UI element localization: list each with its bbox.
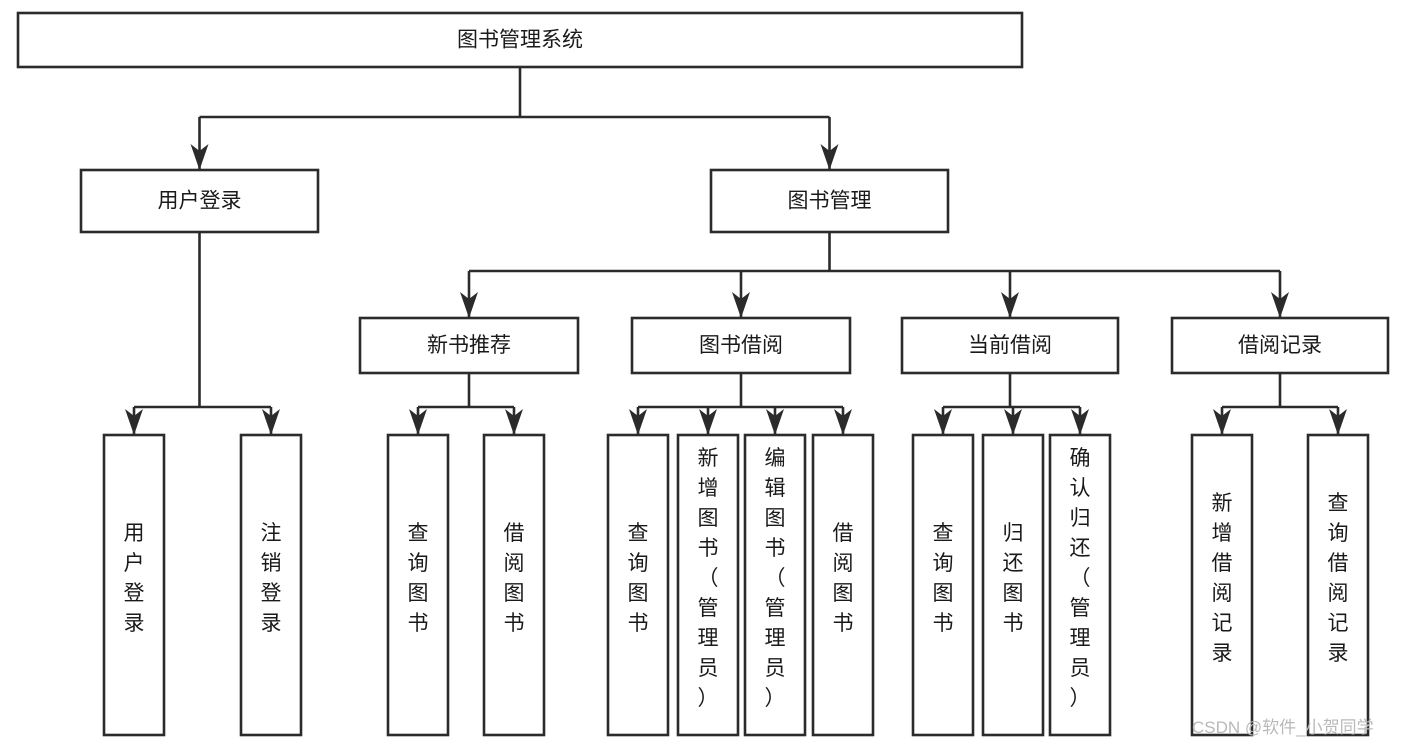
edge-group-book-manage bbox=[460, 232, 1289, 318]
node-label-leaf-borrow-book-2: 借阅图书 bbox=[833, 522, 854, 635]
node-leaf-logout[interactable]: 注销登录 bbox=[239, 433, 303, 737]
connector-layer bbox=[125, 67, 1347, 435]
arrow-head-icon bbox=[629, 409, 647, 435]
node-leaf-borrow-book-1[interactable]: 借阅图书 bbox=[482, 433, 546, 737]
node-label-root: 图书管理系统 bbox=[457, 29, 583, 52]
node-book-borrow[interactable]: 图书借阅 bbox=[630, 316, 852, 375]
node-box-book-borrow bbox=[630, 316, 852, 375]
node-box-leaf-borrow-book-2 bbox=[811, 433, 875, 737]
node-label-borrow-record: 借阅记录 bbox=[1238, 334, 1322, 357]
node-label-leaf-query-record: 查询借阅记录 bbox=[1328, 492, 1349, 665]
node-label-leaf-query-book-1: 查询图书 bbox=[408, 522, 429, 635]
node-box-leaf-user-login bbox=[102, 433, 166, 737]
node-leaf-query-record[interactable]: 查询借阅记录 bbox=[1306, 433, 1370, 737]
arrow-head-icon bbox=[262, 409, 280, 435]
node-box-leaf-query-book-2 bbox=[606, 433, 670, 737]
node-box-leaf-query-book-1 bbox=[386, 433, 450, 737]
arrow-head-icon bbox=[1004, 409, 1022, 435]
node-leaf-add-record[interactable]: 新增借阅记录 bbox=[1190, 433, 1254, 737]
edge-group-user-login bbox=[125, 232, 280, 435]
node-label-leaf-add-book: 新增图书（管理员） bbox=[698, 447, 719, 710]
node-label-book-borrow: 图书借阅 bbox=[699, 334, 783, 357]
arrow-head-icon bbox=[1071, 409, 1089, 435]
arrow-head-icon bbox=[766, 409, 784, 435]
node-label-current-borrow: 当前借阅 bbox=[968, 334, 1052, 357]
arrow-head-icon bbox=[1001, 292, 1019, 318]
node-box-root bbox=[16, 11, 1024, 69]
node-current-borrow[interactable]: 当前借阅 bbox=[900, 316, 1120, 375]
arrow-head-icon bbox=[820, 144, 839, 170]
arrow-head-icon bbox=[1271, 292, 1289, 318]
node-box-leaf-borrow-book-1 bbox=[482, 433, 546, 737]
node-box-user-login bbox=[79, 168, 320, 234]
node-box-leaf-edit-book bbox=[743, 433, 807, 737]
node-leaf-confirm-return[interactable]: 确认归还（管理员） bbox=[1048, 433, 1112, 737]
edge-group-root bbox=[190, 67, 839, 170]
node-box-leaf-confirm-return bbox=[1048, 433, 1112, 737]
node-leaf-return-book[interactable]: 归还图书 bbox=[981, 433, 1045, 737]
node-layer: 图书管理系统用户登录图书管理新书推荐图书借阅当前借阅借阅记录用户登录注销登录查询… bbox=[16, 11, 1390, 737]
node-user-login[interactable]: 用户登录 bbox=[79, 168, 320, 234]
arrow-head-icon bbox=[1329, 409, 1347, 435]
edge-group-book-borrow bbox=[629, 373, 852, 435]
node-leaf-query-book-2[interactable]: 查询图书 bbox=[606, 433, 670, 737]
node-leaf-user-login[interactable]: 用户登录 bbox=[102, 433, 166, 737]
node-leaf-edit-book[interactable]: 编辑图书（管理员） bbox=[743, 433, 807, 737]
node-box-leaf-query-book-3 bbox=[911, 433, 975, 737]
node-label-new-book-rec: 新书推荐 bbox=[427, 334, 511, 357]
arrow-head-icon bbox=[460, 292, 478, 318]
node-box-new-book-rec bbox=[358, 316, 580, 375]
edge-group-borrow-record bbox=[1213, 373, 1347, 435]
node-leaf-query-book-1[interactable]: 查询图书 bbox=[386, 433, 450, 737]
node-book-manage[interactable]: 图书管理 bbox=[709, 168, 950, 234]
node-label-user-login: 用户登录 bbox=[158, 190, 242, 213]
node-label-leaf-user-login: 用户登录 bbox=[124, 522, 145, 635]
node-box-leaf-logout bbox=[239, 433, 303, 737]
node-new-book-rec[interactable]: 新书推荐 bbox=[358, 316, 580, 375]
node-root[interactable]: 图书管理系统 bbox=[16, 11, 1024, 69]
node-leaf-add-book[interactable]: 新增图书（管理员） bbox=[676, 433, 740, 737]
node-leaf-borrow-book-2[interactable]: 借阅图书 bbox=[811, 433, 875, 737]
node-label-leaf-logout: 注销登录 bbox=[261, 522, 282, 635]
node-box-leaf-add-book bbox=[676, 433, 740, 737]
arrow-head-icon bbox=[834, 409, 852, 435]
node-label-leaf-query-book-2: 查询图书 bbox=[628, 522, 649, 635]
node-label-book-manage: 图书管理 bbox=[788, 190, 872, 213]
arrow-head-icon bbox=[409, 409, 427, 435]
node-borrow-record[interactable]: 借阅记录 bbox=[1170, 316, 1390, 375]
node-label-leaf-return-book: 归还图书 bbox=[1003, 522, 1024, 635]
arrow-head-icon bbox=[934, 409, 952, 435]
node-box-leaf-add-record bbox=[1190, 433, 1254, 737]
node-box-current-borrow bbox=[900, 316, 1120, 375]
node-label-leaf-confirm-return: 确认归还（管理员） bbox=[1070, 447, 1091, 710]
arrow-head-icon bbox=[732, 292, 750, 318]
arrow-head-icon bbox=[699, 409, 717, 435]
node-label-leaf-edit-book: 编辑图书（管理员） bbox=[765, 447, 786, 710]
edge-group-new-book-rec bbox=[409, 373, 523, 435]
node-box-borrow-record bbox=[1170, 316, 1390, 375]
node-box-leaf-return-book bbox=[981, 433, 1045, 737]
node-label-leaf-query-book-3: 查询图书 bbox=[933, 522, 954, 635]
node-leaf-query-book-3[interactable]: 查询图书 bbox=[911, 433, 975, 737]
node-label-leaf-add-record: 新增借阅记录 bbox=[1212, 492, 1233, 665]
arrow-head-icon bbox=[1213, 409, 1231, 435]
arrow-head-icon bbox=[505, 409, 523, 435]
node-box-book-manage bbox=[709, 168, 950, 234]
arrow-head-icon bbox=[125, 409, 143, 435]
node-label-leaf-borrow-book-1: 借阅图书 bbox=[504, 522, 525, 635]
arrow-head-icon bbox=[190, 144, 209, 170]
node-box-leaf-query-record bbox=[1306, 433, 1370, 737]
edge-group-current-borrow bbox=[934, 373, 1089, 435]
